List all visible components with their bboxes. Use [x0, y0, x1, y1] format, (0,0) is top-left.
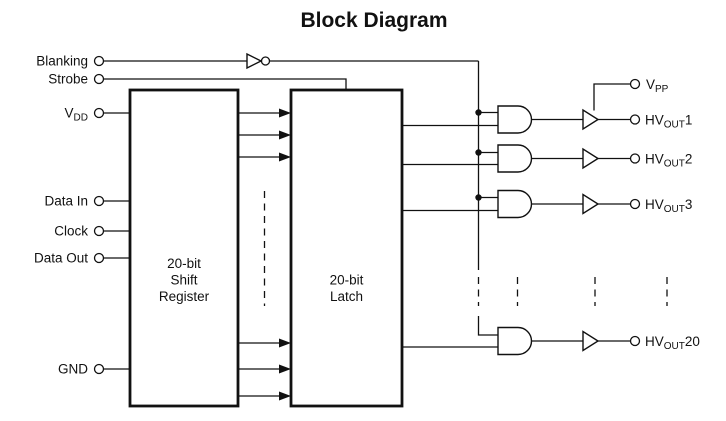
vpp-label: VPP [646, 77, 669, 95]
and-gate-icon [497, 189, 533, 219]
and-gate-icon [497, 144, 533, 173]
hvout20-label: HVOUT20 [645, 334, 700, 352]
strobe-terminal-icon [93, 73, 105, 85]
hvout3-terminal-icon [629, 198, 641, 210]
shift-register-block: 20-bit Shift Register [128, 88, 240, 408]
data-in-label: Data In [44, 194, 88, 209]
output-channel-2: HVOUT2 [402, 144, 692, 173]
gnd-label: GND [58, 362, 88, 377]
bus-arrowhead [279, 108, 291, 118]
blanking-feed-gate20 [477, 316, 498, 336]
latch-label-line2: Latch [330, 289, 363, 304]
inverter-gate-icon [246, 52, 479, 70]
shift-register-label-line2: Shift [170, 273, 197, 288]
clock-label: Clock [54, 224, 88, 239]
blanking-terminal-icon [93, 55, 105, 67]
pin-data-in: Data In [44, 194, 130, 209]
and-gate-icon [497, 326, 533, 356]
output-channel-1: VPP HVOUT1 [402, 77, 692, 134]
and-gate-icon [497, 105, 533, 134]
vpp-terminal-icon [629, 78, 641, 90]
shift-register-label-line3: Register [159, 289, 210, 304]
vdd-terminal-icon [93, 107, 105, 119]
shift-register-box [128, 88, 240, 408]
shift-register-label-line1: 20-bit [167, 256, 201, 271]
bus-arrowhead [279, 338, 291, 348]
pin-data-out: Data Out [34, 251, 130, 266]
hvout2-terminal-icon [629, 153, 641, 164]
page-title: Block Diagram [300, 9, 447, 32]
bus-arrowhead [279, 130, 291, 140]
output-channel-20: HVOUT20 [402, 326, 700, 356]
hvout3-label: HVOUT3 [645, 197, 692, 215]
pin-strobe: Strobe [48, 72, 347, 90]
inverter-triangle [246, 52, 263, 70]
vpp-wire [593, 83, 631, 111]
data-in-terminal-icon [93, 195, 105, 207]
clock-terminal-icon [93, 225, 105, 237]
strobe-label: Strobe [48, 72, 88, 87]
bus-arrows [238, 108, 291, 401]
hvout20-terminal-icon [629, 335, 641, 347]
gnd-terminal-icon [93, 363, 105, 375]
buffer-icon [582, 193, 600, 215]
pin-vdd: VDD [65, 106, 130, 124]
hvout1-label: HVOUT1 [645, 113, 692, 131]
bus-arrowhead [279, 152, 291, 162]
pin-clock: Clock [54, 224, 130, 239]
strobe-wire [103, 78, 347, 90]
blanking-label: Blanking [36, 54, 88, 69]
hvout2-label: HVOUT2 [645, 152, 692, 170]
pin-gnd: GND [58, 362, 130, 377]
vdd-label: VDD [65, 106, 88, 124]
latch-box [289, 88, 404, 408]
hvout1-terminal-icon [629, 114, 641, 125]
buffer-icon [582, 108, 600, 131]
buffer-icon [582, 330, 600, 352]
pin-blanking: Blanking [36, 54, 247, 69]
bus-arrowhead [279, 391, 291, 401]
buffer-icon [582, 147, 600, 170]
inverter-bubble [260, 56, 271, 66]
data-out-terminal-icon [93, 252, 105, 264]
output-channel-3: HVOUT3 [402, 189, 692, 219]
bus-arrowhead [279, 364, 291, 374]
latch-block: 20-bit Latch [289, 88, 404, 408]
latch-label-line1: 20-bit [330, 273, 364, 288]
data-out-label: Data Out [34, 251, 88, 266]
channel-ellipsis-dashes [516, 277, 668, 306]
